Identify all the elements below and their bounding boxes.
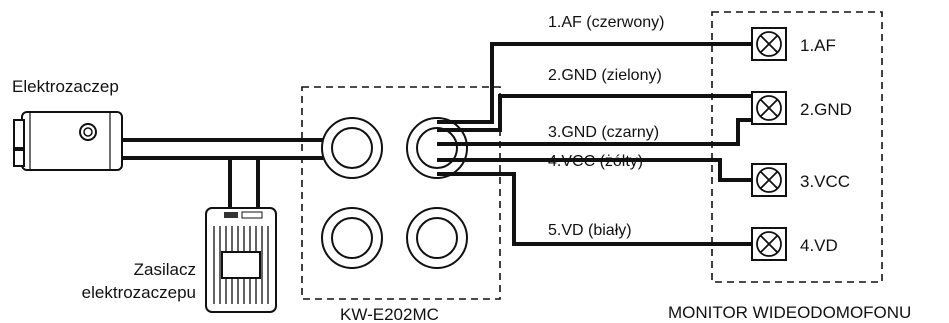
- wire-gnd1: [437, 94, 752, 132]
- wire-label-af: 1.AF (czerwony): [548, 14, 664, 31]
- module-terminal-bottom-left-icon: [321, 207, 383, 269]
- monitor-terminal-4-icon: [751, 227, 787, 261]
- wire-label-vcc: 4.VCC (żółty): [548, 153, 643, 170]
- wire-gnd2: [437, 118, 752, 146]
- wire-vcc: [437, 158, 752, 182]
- wire-label-gnd1: 2.GND (zielony): [548, 67, 662, 84]
- power-supply-label-line2: elektrozaczepu: [82, 283, 196, 302]
- module-label: KW-E202MC: [340, 305, 439, 323]
- electric-strike-icon: [13, 111, 123, 171]
- terminal-label-4: 4.VD: [800, 236, 838, 255]
- wire-vd: [437, 172, 752, 246]
- electric-strike-label: Elektrozaczep: [12, 77, 119, 96]
- terminal-label-2: 2.GND: [800, 100, 852, 119]
- monitor-terminal-2-icon: [751, 91, 787, 125]
- module-terminal-top-right-icon: [406, 117, 468, 179]
- module-terminal-top-left-icon: [321, 117, 383, 179]
- monitor-box: [711, 11, 883, 283]
- wire-label-vd: 5.VD (biały): [548, 222, 632, 239]
- wire-af: [437, 42, 752, 124]
- power-supply-label-line1: Zasilacz: [134, 260, 196, 279]
- terminal-label-3: 3.VCC: [800, 172, 850, 191]
- monitor-label: MONITOR WIDEODOMOFONU: [668, 303, 911, 322]
- monitor-terminal-3-icon: [751, 163, 787, 197]
- module-box: [301, 86, 501, 300]
- terminal-label-1: 1.AF: [800, 36, 836, 55]
- wire-label-gnd2: 3.GND (czarny): [548, 124, 659, 141]
- power-supply-icon: [205, 207, 277, 313]
- monitor-terminal-1-icon: [751, 27, 787, 61]
- module-terminal-bottom-right-icon: [406, 207, 468, 269]
